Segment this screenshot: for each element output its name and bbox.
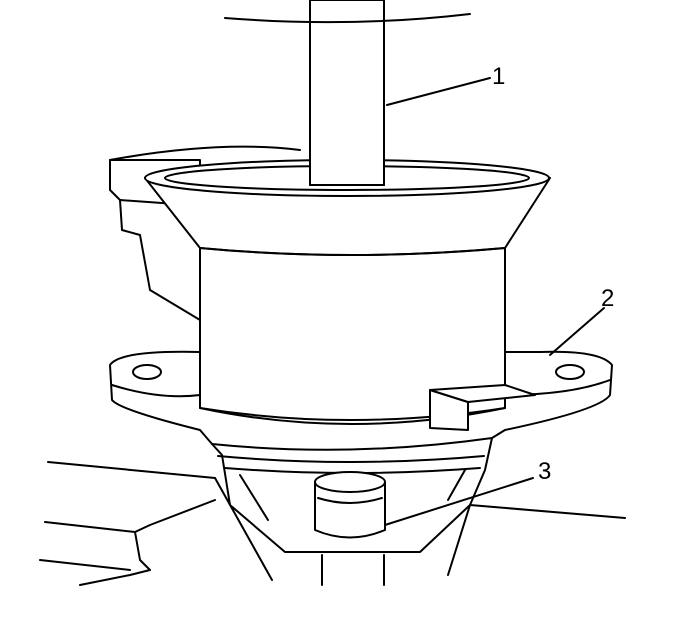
callout-label-1: 1	[492, 63, 505, 90]
flange-bolt-hole-left	[132, 364, 162, 380]
callout-label-2: 2	[601, 285, 614, 312]
background-frame	[39, 461, 626, 586]
leader-line-1	[386, 77, 491, 106]
shaft-end-part-3	[314, 471, 386, 539]
installer-tool-body	[144, 159, 551, 431]
callout-label-3: 3	[538, 458, 551, 485]
callout-2: 2	[549, 285, 614, 356]
leader-line-3	[384, 477, 534, 526]
driver-shaft-part-1	[224, 0, 471, 186]
callout-1: 1	[386, 63, 505, 106]
callout-3: 3	[384, 458, 551, 526]
flange-bolt-hole-right	[555, 364, 585, 380]
leader-line-2	[549, 307, 605, 356]
